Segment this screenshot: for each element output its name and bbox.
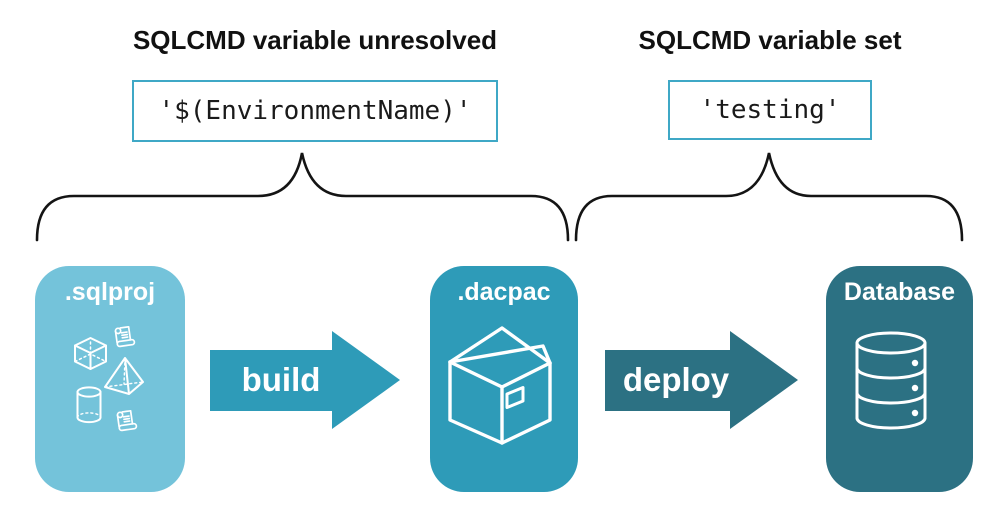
set-variable-heading: SQLCMD variable set (638, 25, 902, 55)
dacpac-label: .dacpac (457, 278, 551, 306)
build-arrow-label: build (241, 361, 321, 398)
database-label: Database (843, 278, 956, 306)
node-dacpac: .dacpac (430, 266, 578, 492)
deploy-arrow-shape (605, 331, 798, 429)
cube-icon (74, 337, 107, 370)
build-arrow: build (210, 331, 403, 429)
package-box-icon (448, 326, 552, 445)
unresolved-variable-code: '$(EnvironmentName)' (158, 96, 472, 126)
right-curly-brace (574, 152, 964, 242)
set-variable-code: 'testing' (699, 95, 841, 125)
node-database: Database (826, 266, 973, 492)
build-arrow-shape (210, 331, 400, 429)
cylinder-icon (76, 386, 102, 424)
unresolved-variable-heading: SQLCMD variable unresolved (132, 25, 498, 55)
sql-objects-icons (74, 325, 144, 432)
database-cylinder-icon (855, 331, 927, 430)
sqlproj-label: .sqlproj (64, 278, 156, 306)
unresolved-variable-value-box: '$(EnvironmentName)' (132, 80, 498, 142)
scroll-icon-2 (116, 409, 138, 432)
deploy-arrow-label: deploy (622, 361, 730, 398)
set-variable-value-box: 'testing' (668, 80, 872, 140)
deploy-arrow: deploy (605, 331, 798, 429)
scroll-icon (114, 325, 136, 348)
node-sqlproj: .sqlproj (35, 266, 185, 492)
left-curly-brace (35, 152, 570, 242)
pyramid-icon (104, 357, 144, 395)
